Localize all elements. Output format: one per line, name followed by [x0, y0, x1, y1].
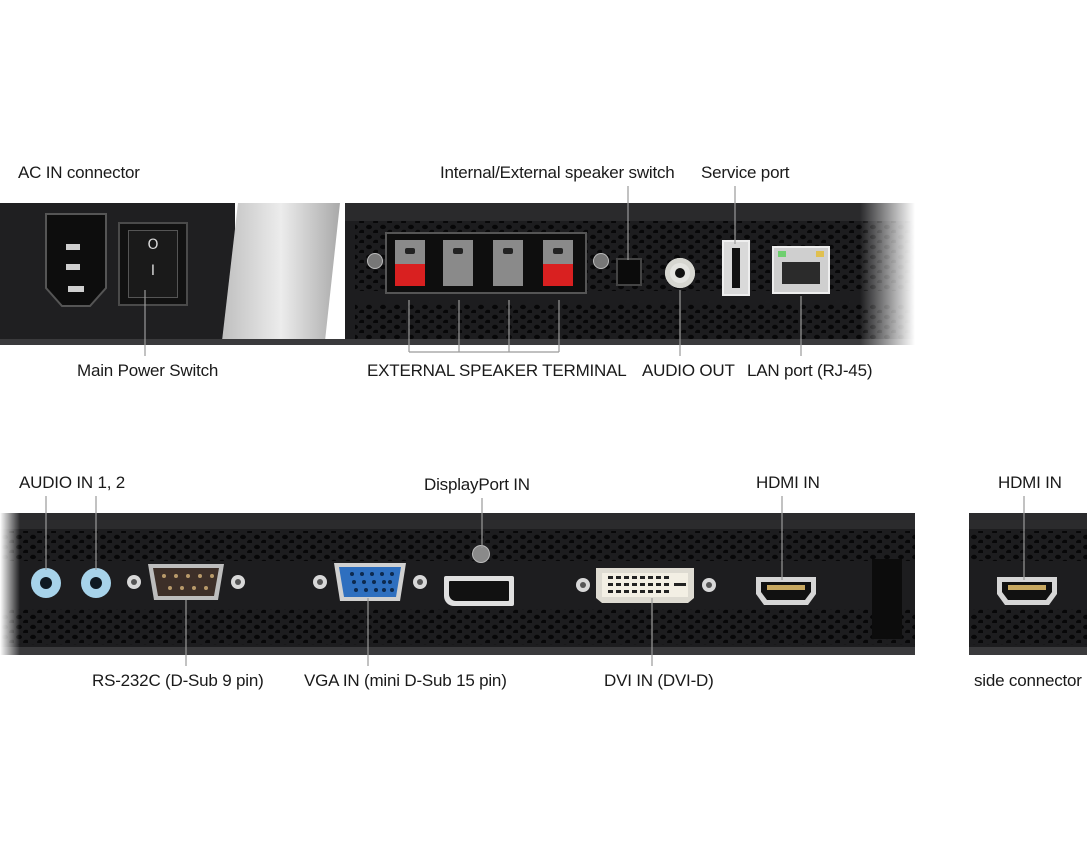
speaker-terminal-label: EXTERNAL SPEAKER TERMINAL: [367, 361, 627, 380]
screw-icon: [593, 253, 609, 269]
link-led-icon: [778, 251, 786, 257]
dp-opening: [449, 581, 509, 601]
ac-in-connector: [40, 210, 112, 310]
audio-out-label: AUDIO OUT: [642, 361, 735, 380]
speaker-switch-label: Internal/External speaker switch: [440, 163, 675, 182]
rs232c-port[interactable]: [126, 560, 246, 604]
audio-in-1-jack[interactable]: [31, 568, 61, 598]
lan-port-label: LAN port (RJ-45): [747, 361, 873, 380]
side-connector-label: side connector: [974, 671, 1082, 690]
main-power-switch[interactable]: O I: [118, 222, 188, 306]
hdmi-in-label: HDMI IN: [756, 473, 820, 492]
speaker-switch[interactable]: [616, 258, 642, 286]
rj45-opening: [782, 262, 820, 284]
dvi-in-port[interactable]: [574, 566, 718, 604]
audio-in-label: AUDIO IN 1, 2: [19, 473, 126, 492]
lan-port[interactable]: [772, 246, 830, 294]
power-off-symbol: O: [147, 237, 159, 253]
service-port-label: Service port: [701, 163, 790, 182]
jack-hole: [675, 268, 685, 278]
jack-hole: [40, 577, 52, 589]
screw-icon: [367, 253, 383, 269]
main-power-label: Main Power Switch: [77, 361, 219, 380]
hdmi-in-port[interactable]: [755, 576, 817, 606]
vga-in-port[interactable]: [312, 561, 428, 603]
dvi-in-label: DVI IN (DVI-D): [604, 671, 714, 690]
side-panel: [969, 513, 1087, 655]
side-hdmi-in-port[interactable]: [996, 576, 1058, 606]
rs232c-label: RS-232C (D-Sub 9 pin): [92, 671, 264, 690]
usb-tongue: [732, 248, 740, 288]
external-speaker-terminal: [385, 232, 587, 294]
ac-in-label: AC IN connector: [18, 163, 140, 182]
activity-led-icon: [816, 251, 824, 257]
power-on-symbol: I: [150, 263, 156, 279]
vga-in-label: VGA IN (mini D-Sub 15 pin): [304, 671, 507, 690]
displayport-in-port[interactable]: [444, 576, 514, 606]
audio-in-2-jack[interactable]: [81, 568, 111, 598]
audio-out-jack[interactable]: [665, 258, 695, 288]
service-port[interactable]: [722, 240, 750, 296]
side-hdmi-in-label: HDMI IN: [998, 473, 1062, 492]
displayport-screw-icon: [472, 545, 490, 563]
jack-hole: [90, 577, 102, 589]
rocker-button[interactable]: O I: [128, 230, 178, 298]
displayport-in-label: DisplayPort IN: [424, 475, 530, 494]
